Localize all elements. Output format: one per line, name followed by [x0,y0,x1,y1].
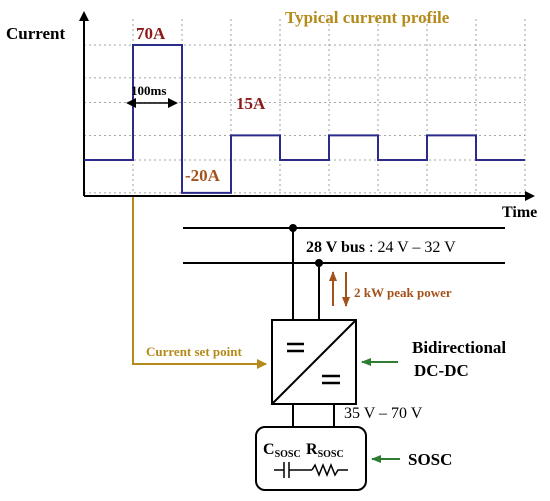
resistor-label: RSOSC [306,441,344,460]
sosc-box [255,426,367,491]
converter-diagonal [271,319,357,405]
set-point-label: Current set point [146,344,242,359]
y-axis-label: Current [6,24,66,43]
x-axis-label: Time [502,204,537,221]
set-point-line [132,197,267,369]
bus-junction-top [289,224,297,232]
negative-label: -20A [185,166,221,185]
bus-junction-bottom [315,259,323,267]
capacitor-symbol [274,462,312,478]
capacitor-label: CSOSC [263,441,301,460]
peak-power-label: 2 kW peak power [354,285,452,300]
converter-label-line1: Bidirectional [412,338,506,357]
sosc-label: SOSC [408,450,452,469]
converter-label-line2: DC-DC [414,361,469,380]
plateau-label: 15A [236,94,266,113]
sosc-voltage-label: 35 V – 70 V [344,405,423,422]
chart-title: Typical current profile [285,8,450,27]
peak-label: 70A [136,24,166,43]
current-waveform [84,44,525,194]
bus-label: 28 V bus: 24 V – 32 V [306,239,456,256]
resistor-symbol [311,462,348,478]
pulse-width-label: 100ms [131,83,166,98]
